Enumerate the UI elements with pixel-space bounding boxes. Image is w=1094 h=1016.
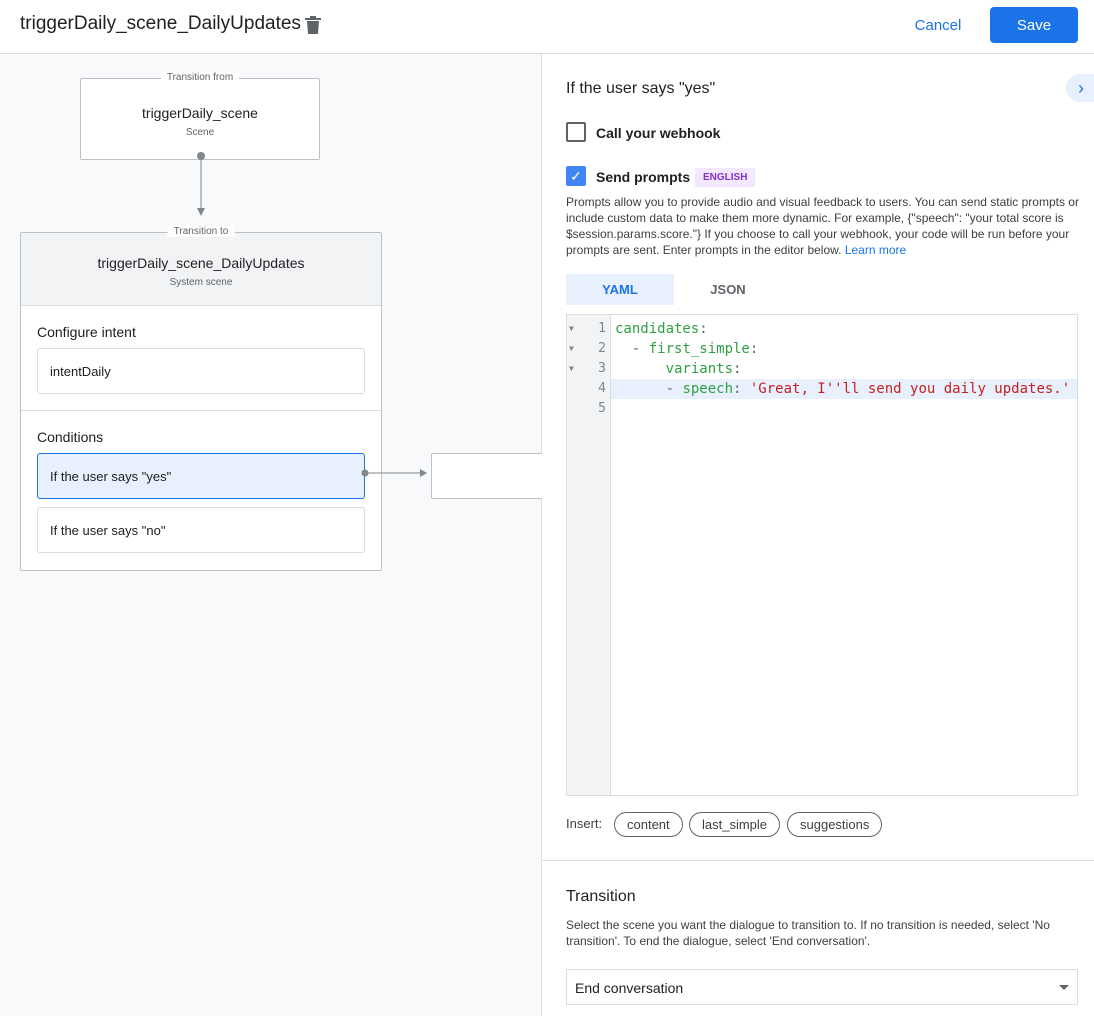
node-label: Transition to (167, 226, 235, 237)
cancel-button[interactable]: Cancel (904, 8, 972, 42)
learn-more-link[interactable]: Learn more (844, 243, 907, 257)
fold-icon[interactable]: ▼ (569, 364, 574, 373)
panel-title: If the user says "yes" (566, 80, 716, 97)
tab-json[interactable]: JSON (710, 282, 746, 297)
prompts-description: Prompts allow you to provide audio and v… (566, 194, 1081, 258)
scene-header[interactable]: Transition to triggerDaily_scene_DailyUp… (21, 226, 381, 306)
header: triggerDaily_scene_DailyUpdates Cancel S… (0, 0, 1094, 54)
scene-type: Scene (185, 127, 215, 138)
page-title: triggerDaily_scene_DailyUpdates (20, 13, 301, 34)
webhook-label: Call your webhook (596, 125, 721, 141)
description-text: Prompts allow you to provide audio and v… (566, 195, 1079, 257)
transition-from-node[interactable]: Transition from triggerDaily_scene Scene (80, 72, 320, 160)
transition-select[interactable]: End conversation (566, 969, 1078, 1005)
insert-content-chip[interactable]: content (614, 812, 683, 837)
configure-intent-heading: Configure intent (37, 324, 136, 340)
trash-icon[interactable] (304, 15, 322, 35)
dropdown-arrow-icon (1059, 985, 1069, 990)
insert-last-simple-chip[interactable]: last_simple (689, 812, 781, 837)
fold-icon[interactable]: ▼ (569, 324, 574, 333)
transition-description: Select the scene you want the dialogue t… (566, 918, 1050, 948)
insert-label: Insert: (566, 816, 603, 831)
webhook-checkbox[interactable] (566, 122, 586, 142)
save-button[interactable]: Save (990, 7, 1078, 43)
transition-heading: Transition (566, 888, 636, 905)
send-prompts-checkbox[interactable]: ✓ (566, 166, 586, 186)
condition-panel: › If the user says "yes" Call your webho… (542, 54, 1094, 1016)
insert-suggestions-chip[interactable]: suggestions (787, 812, 883, 837)
code-editor[interactable]: ▼1 ▼2 ▼3 4 5 candidates: - first_simple:… (566, 314, 1078, 796)
transition-to-node: Transition to triggerDaily_scene_DailyUp… (20, 226, 382, 571)
send-prompts-label: Send prompts (596, 169, 691, 185)
condition-connector (361, 469, 427, 477)
line-gutter: ▼1 ▼2 ▼3 4 5 (567, 315, 611, 795)
node-label: Transition from (160, 72, 240, 83)
target-node[interactable] (431, 453, 551, 499)
conditions-heading: Conditions (37, 429, 104, 445)
intent-item[interactable]: intentDaily (37, 348, 365, 394)
scene-name: triggerDaily_scene_DailyUpdates (97, 255, 305, 271)
scene-name: triggerDaily_scene (142, 105, 258, 121)
condition-yes[interactable]: If the user says "yes" (37, 453, 365, 499)
divider (542, 860, 1094, 861)
selected-value: End conversation (575, 980, 684, 996)
flow-canvas: Transition from triggerDaily_scene Scene… (0, 54, 551, 1016)
connector-arrow (197, 152, 205, 216)
code-content[interactable]: candidates: - first_simple: variants: - … (611, 319, 1077, 419)
check-icon: ✓ (570, 168, 582, 184)
fold-icon[interactable]: ▼ (569, 344, 574, 353)
tab-yaml[interactable]: YAML (566, 274, 674, 305)
scene-type: System scene (169, 277, 233, 288)
language-badge: ENGLISH (695, 168, 756, 187)
condition-no[interactable]: If the user says "no" (37, 507, 365, 553)
chevron-right-icon[interactable]: › (1066, 74, 1094, 102)
